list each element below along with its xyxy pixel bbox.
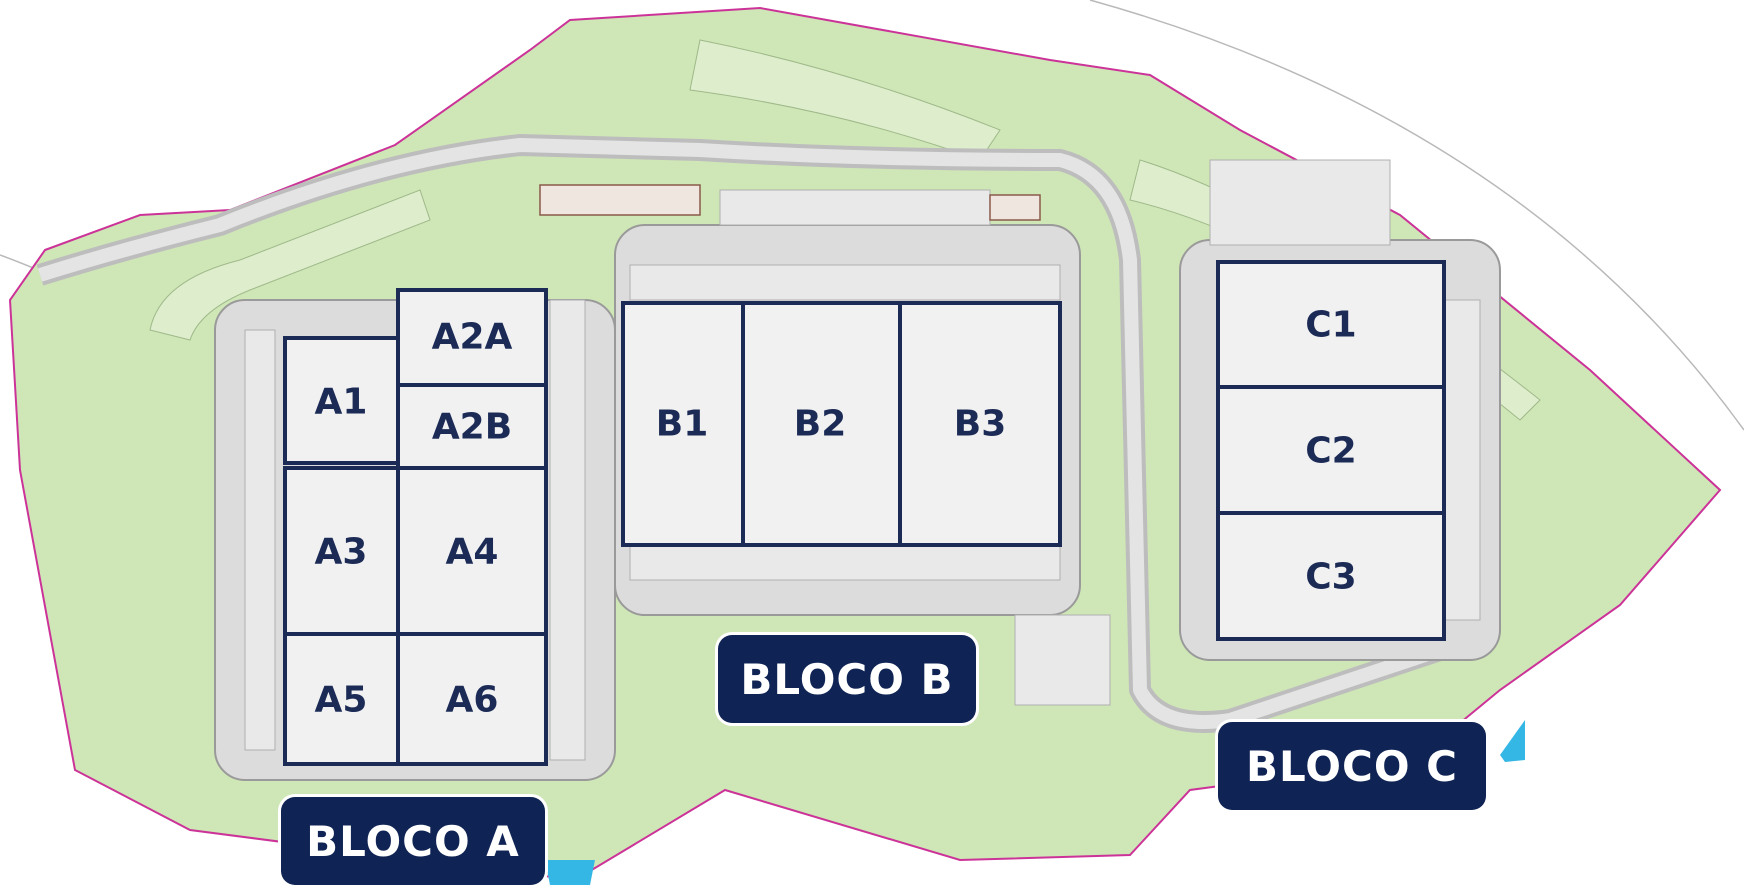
block-c-parking [1444, 299, 1481, 621]
unit-label: B1 [656, 404, 709, 445]
block-a-parking [244, 329, 276, 751]
boundary-arc [1089, 0, 1744, 431]
block-c-units: C1 C2 C3 [1216, 260, 1446, 641]
unit-label: A1 [315, 382, 368, 423]
block-b-parking [629, 264, 1061, 301]
slope-band [149, 189, 431, 341]
unit-label: A5 [315, 680, 368, 721]
unit-label: C1 [1305, 305, 1356, 346]
perimeter-road-center [37, 138, 1489, 729]
drainage-basin [1500, 720, 1525, 762]
unit-label: A2B [432, 407, 512, 448]
unit-A6[interactable] [396, 632, 548, 766]
unit-label: A3 [315, 532, 368, 573]
block-b-badge[interactable]: BLOCO B [718, 635, 976, 723]
block-a-units: A1 A2A A2B A3 A4 A5 A6 [283, 288, 548, 766]
block-a-badge[interactable]: BLOCO A [281, 797, 545, 885]
unit-label: A4 [446, 532, 499, 573]
gatehouse [989, 194, 1041, 221]
unit-B2[interactable] [741, 301, 902, 547]
block-a-parking [549, 299, 586, 761]
unit-A5[interactable] [283, 632, 400, 766]
unit-A2B[interactable] [396, 383, 548, 470]
unit-A3[interactable] [283, 466, 400, 636]
unit-label: B3 [954, 404, 1007, 445]
block-b-truck-parking [1014, 614, 1111, 706]
unit-C3[interactable] [1216, 511, 1446, 641]
unit-A4[interactable] [396, 466, 548, 636]
gatehouse [539, 184, 701, 216]
unit-label: A2A [432, 317, 513, 358]
unit-label: B2 [794, 404, 847, 445]
unit-label: C2 [1305, 431, 1356, 472]
block-b-units: B1 B2 B3 [621, 301, 1062, 547]
north-parking [719, 189, 991, 226]
unit-label: A6 [446, 680, 499, 721]
block-c-parking [1209, 159, 1391, 246]
drainage-basin [545, 860, 595, 885]
unit-B3[interactable] [898, 301, 1062, 547]
block-b-parking [629, 544, 1061, 581]
unit-label: C3 [1305, 557, 1356, 598]
block-c-badge[interactable]: BLOCO C [1218, 722, 1486, 810]
